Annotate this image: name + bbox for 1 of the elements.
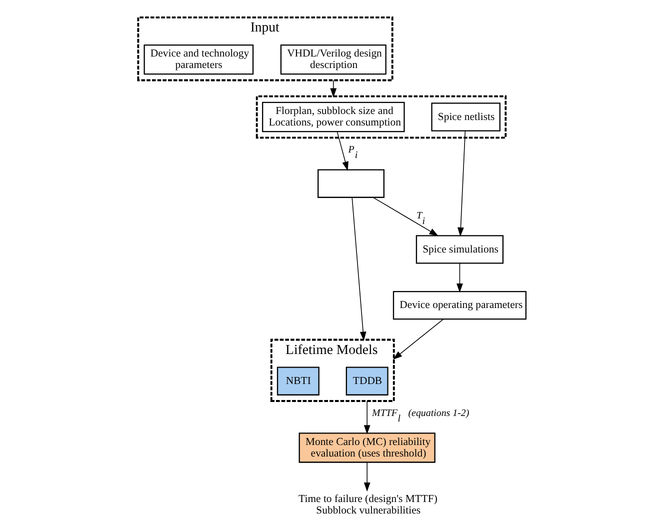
node-text: Time to failure (design's MTTF) Subblock vulnerabilities: [298, 493, 437, 517]
